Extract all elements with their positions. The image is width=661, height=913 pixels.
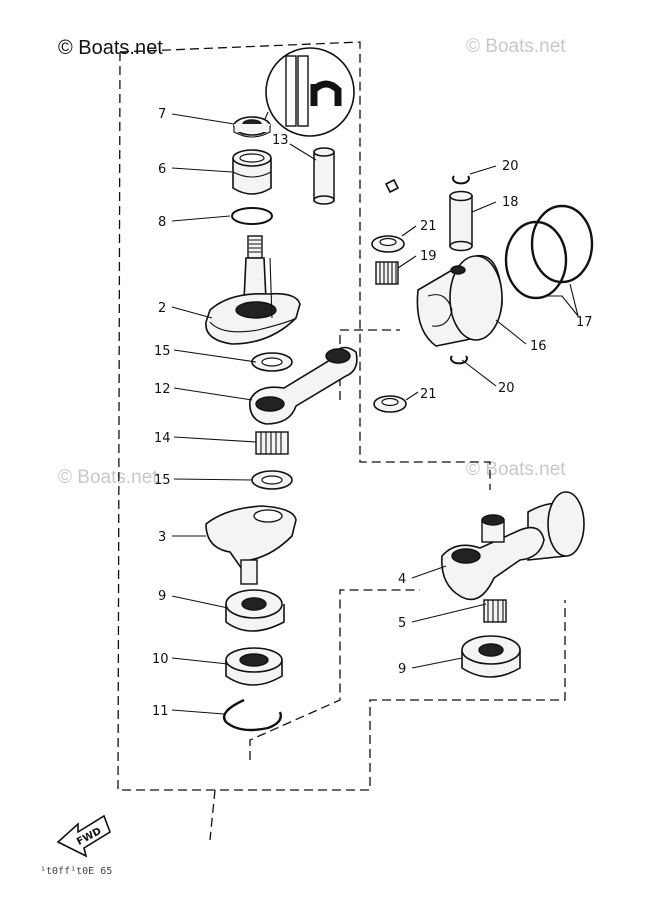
piston-ring-17b: [530, 204, 594, 284]
bearing-cage-15-upper: [251, 352, 293, 372]
label-16: 16: [530, 339, 547, 354]
piston-ring-17a: [504, 220, 568, 300]
piston-16: [416, 254, 503, 347]
label-17: 17: [576, 315, 593, 330]
bearing-cage-15-lower: [251, 470, 293, 490]
label-14: 14: [154, 431, 171, 446]
lower-dashed-leader: [249, 589, 420, 760]
washer-21-upper: [371, 235, 405, 253]
assembly-dashed-outline: [117, 41, 566, 791]
label-10: 10: [152, 652, 169, 667]
fwd-arrow-badge: FWD: [56, 814, 111, 858]
piston-group-dashed-outline: [339, 329, 400, 400]
oil-seal-7: [233, 116, 271, 138]
crankshaft-lower-3: [205, 505, 297, 585]
label-13: 13: [272, 133, 289, 148]
key-small: [384, 178, 400, 194]
label-21-upper: 21: [420, 219, 437, 234]
washer-21-lower: [373, 395, 407, 413]
clip-20-lower: [450, 355, 468, 365]
watermark-top-left: © Boats.net: [58, 37, 163, 59]
detail-inset: [261, 47, 355, 137]
watermark-mid-right: © Boats.net: [466, 459, 566, 480]
label-18: 18: [502, 195, 519, 210]
label-19: 19: [420, 249, 437, 264]
ball-bearing-9-left: [225, 589, 285, 632]
footer-code: ¹t0ff¹t0E 65: [40, 866, 112, 877]
label-21-lower: 21: [420, 387, 437, 402]
bottom-dashed-leader: [209, 789, 216, 841]
label-6: 6: [158, 162, 166, 177]
leader-lines: [171, 113, 579, 715]
dowel-pin-13: [313, 147, 335, 205]
o-ring-8: [231, 207, 273, 225]
oil-seal-10: [225, 647, 283, 686]
crank-assembly-4-5: [441, 491, 585, 623]
label-5: 5: [398, 616, 406, 631]
bushing-6: [232, 149, 272, 195]
label-15-lower: 15: [154, 473, 171, 488]
label-3: 3: [158, 530, 166, 545]
watermark-top-right: © Boats.net: [466, 36, 566, 57]
label-20-upper: 20: [502, 159, 519, 174]
connecting-rod-12: [249, 346, 358, 425]
label-2: 2: [158, 301, 166, 316]
label-12: 12: [154, 382, 171, 397]
label-11: 11: [152, 704, 169, 719]
clip-20-upper: [452, 175, 470, 185]
circlip-11: [222, 698, 282, 732]
label-20-lower: 20: [498, 381, 515, 396]
label-9-right: 9: [398, 662, 406, 677]
needle-bearing-19: [375, 261, 399, 285]
watermark-mid-left: © Boats.net: [58, 467, 158, 488]
crankshaft-upper-2: [205, 235, 301, 345]
needle-bearing-14: [255, 431, 289, 455]
label-8: 8: [158, 215, 166, 230]
label-4: 4: [398, 572, 406, 587]
label-7: 7: [158, 107, 166, 122]
ball-bearing-9-right: [461, 635, 521, 678]
label-15-upper: 15: [154, 344, 171, 359]
label-9-left: 9: [158, 589, 166, 604]
piston-pin-18: [449, 190, 473, 252]
